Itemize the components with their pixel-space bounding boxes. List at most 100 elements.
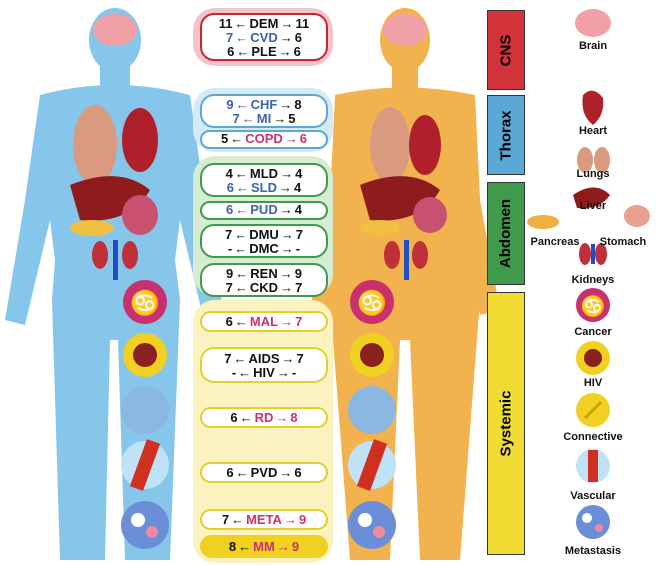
comorbidity-row: 9←CHF→8 xyxy=(202,98,326,112)
svg-text:♋: ♋ xyxy=(581,294,606,318)
hiv-icon xyxy=(576,341,610,375)
legend-stomach: Stomach xyxy=(599,236,647,248)
right-count: 7 xyxy=(296,351,304,366)
left-count: 6 xyxy=(225,314,233,329)
connective-icon xyxy=(576,393,610,427)
condition-label: MI xyxy=(256,111,272,126)
pill-pvd: 6←PVD→6 xyxy=(200,462,328,483)
kidneys-icon xyxy=(579,243,607,265)
condition-label: CVD xyxy=(250,30,278,45)
category-abdomen: Abdomen xyxy=(487,182,525,285)
left-arrow-icon: ← xyxy=(234,166,248,181)
category-label: CNS xyxy=(497,34,515,66)
right-count: 6 xyxy=(294,30,302,45)
left-arrow-icon: ← xyxy=(235,97,249,112)
left-count: 6 xyxy=(226,180,234,195)
heart-icon xyxy=(582,90,604,125)
left-arrow-icon: ← xyxy=(234,241,248,256)
left-arrow-icon: ← xyxy=(234,16,248,31)
right-count: 6 xyxy=(299,131,308,146)
right-arrow-icon: → xyxy=(280,16,294,31)
right-arrow-icon: → xyxy=(279,266,293,281)
pill-copd: 5←COPD→6 xyxy=(200,130,328,149)
svg-text:♋: ♋ xyxy=(357,289,387,317)
left-arrow-icon: ← xyxy=(235,202,249,217)
legend-lungs: Lungs xyxy=(576,168,610,180)
organs xyxy=(70,14,447,280)
right-arrow-icon: → xyxy=(280,241,294,256)
condition-label: CKD xyxy=(249,280,279,295)
left-count: 8 xyxy=(228,539,237,554)
lungs-icon xyxy=(577,147,610,173)
comorbidity-row: 9←REN→9 xyxy=(202,267,326,281)
comorbidity-row: 4←MLD→4 xyxy=(202,167,326,181)
condition-label: HIV xyxy=(253,365,275,380)
right-count: 11 xyxy=(295,16,310,31)
right-arrow-icon: → xyxy=(279,30,293,45)
right-arrow-icon: → xyxy=(279,97,293,112)
comorbidity-row: 8←MM→9 xyxy=(202,540,326,554)
condition-label: CHF xyxy=(250,97,278,112)
left-count: 4 xyxy=(225,166,233,181)
right-arrow-icon: → xyxy=(281,351,295,366)
left-arrow-icon: ← xyxy=(231,512,245,527)
left-arrow-icon: ← xyxy=(230,131,244,146)
left-arrow-icon: ← xyxy=(234,314,248,329)
right-count: 8 xyxy=(290,410,298,425)
right-arrow-icon: → xyxy=(279,202,293,217)
right-count: 4 xyxy=(294,202,302,217)
stomach-icon xyxy=(624,205,650,227)
right-count: 7 xyxy=(295,314,303,329)
left-arrow-icon: ← xyxy=(235,30,249,45)
left-count: 9 xyxy=(226,97,234,112)
left-count: 7 xyxy=(224,227,233,242)
condition-label: COPD xyxy=(245,131,283,146)
pill-mal: 6←MAL→7 xyxy=(200,311,328,332)
left-count: 6 xyxy=(230,410,238,425)
left-count: 7 xyxy=(221,512,230,527)
female-body xyxy=(310,8,500,560)
right-arrow-icon: → xyxy=(280,280,294,295)
right-count: 7 xyxy=(295,280,303,295)
comorbidity-row: 7←CVD→6 xyxy=(202,31,326,45)
right-arrow-icon: → xyxy=(280,166,294,181)
left-count: - xyxy=(231,365,237,380)
left-arrow-icon: ← xyxy=(236,180,249,195)
left-count: 7 xyxy=(224,351,232,366)
left-arrow-icon: ← xyxy=(234,280,248,295)
left-arrow-icon: ← xyxy=(236,44,250,59)
right-count: - xyxy=(291,365,297,380)
legend-icons: ♋ xyxy=(527,9,650,539)
legend-vascular: Vascular xyxy=(570,490,616,502)
right-count: 8 xyxy=(294,97,302,112)
condition-label: PLE xyxy=(251,44,277,59)
right-arrow-icon: → xyxy=(283,512,297,527)
systemic-body-icons: ♋ ♋ xyxy=(121,280,396,549)
right-arrow-icon: → xyxy=(278,44,292,59)
pill-mm: 8←MM→9 xyxy=(200,535,328,558)
condition-label: PUD xyxy=(250,202,278,217)
comorbidity-row: 7←DMU→7 xyxy=(202,228,326,242)
metastasis-icon xyxy=(576,505,610,539)
vascular-icon xyxy=(576,449,610,483)
pancreas-icon xyxy=(527,215,559,229)
legend-pancreas: Pancreas xyxy=(530,236,580,248)
pill-diabetes: 7←DMU→7-←DMC→- xyxy=(200,224,328,258)
right-arrow-icon: → xyxy=(276,539,290,554)
legend-heart: Heart xyxy=(578,125,608,137)
comorbidity-row: 6←PLE→6 xyxy=(202,45,326,59)
right-count: 4 xyxy=(295,166,303,181)
condition-label: DMU xyxy=(249,227,279,242)
right-arrow-icon: → xyxy=(279,180,292,195)
right-count: 5 xyxy=(288,111,296,126)
left-count: 7 xyxy=(225,280,233,295)
comorbidity-row: 11←DEM→11 xyxy=(202,17,326,31)
left-arrow-icon: ← xyxy=(239,410,253,425)
comorbidity-row: 6←PUD→4 xyxy=(202,203,326,217)
